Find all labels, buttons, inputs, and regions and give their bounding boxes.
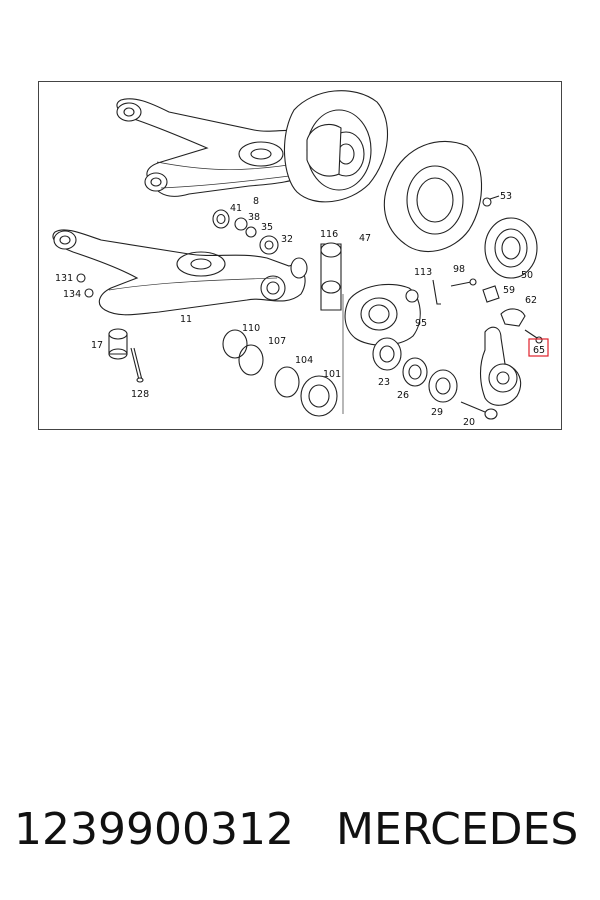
callout-98: 98 [453, 264, 465, 275]
callout-20: 20 [463, 417, 475, 428]
clamp-59 [482, 285, 500, 303]
bushings-41-32 [212, 209, 279, 255]
bracket-62 [500, 308, 526, 327]
callout-labels: 8 41 38 35 32 116 47 53 50 131 134 11 11… [55, 191, 549, 428]
callout-17: 17 [91, 340, 103, 351]
brand-name: MERCEDES [336, 804, 579, 855]
hub-20 [460, 326, 522, 420]
callout-134: 134 [63, 289, 81, 300]
exploded-parts-diagram: 8 41 38 35 32 116 47 53 50 131 134 11 11… [38, 81, 562, 430]
bolt-53 [482, 195, 500, 207]
callout-110: 110 [242, 323, 260, 334]
callout-62: 62 [525, 295, 537, 306]
highlight-box-65 [528, 338, 549, 357]
callout-38: 38 [248, 212, 260, 223]
callout-107: 107 [268, 336, 286, 347]
callout-35: 35 [261, 222, 273, 233]
callout-11: 11 [180, 314, 192, 325]
rings-110-104 [222, 329, 338, 417]
diagram-drawing: 8 41 38 35 32 116 47 53 50 131 134 11 11… [52, 90, 549, 428]
hardware-131-134 [76, 273, 94, 298]
wheel-carrier-95 [344, 283, 421, 346]
flange-50 [484, 217, 538, 279]
callout-23: 23 [378, 377, 390, 388]
callout-32: 32 [281, 234, 293, 245]
callout-41: 41 [230, 203, 242, 214]
part-number: 1239900312 [14, 804, 294, 855]
upper-trailing-arm [116, 98, 312, 197]
callout-104: 104 [295, 355, 313, 366]
callout-116: 116 [320, 229, 338, 240]
bracket-113 [432, 278, 477, 305]
bearings-23-29 [372, 337, 458, 403]
callout-59: 59 [503, 285, 515, 296]
callout-113: 113 [414, 267, 432, 278]
bushing-116 [320, 242, 344, 414]
dust-shield-47 [383, 140, 483, 253]
bolt-65 [524, 329, 543, 344]
callout-101: 101 [323, 369, 341, 380]
callout-50: 50 [521, 270, 533, 281]
callout-95: 95 [415, 318, 427, 329]
callout-53: 53 [500, 191, 512, 202]
callout-131: 131 [55, 273, 73, 284]
callout-128: 128 [131, 389, 149, 400]
callout-26: 26 [397, 390, 409, 401]
dust-shield-upper [283, 90, 388, 203]
callout-47: 47 [359, 233, 371, 244]
bushing-17 [108, 328, 144, 383]
callout-65: 65 [533, 345, 545, 356]
callout-8: 8 [253, 196, 259, 207]
lower-trailing-arm [52, 229, 308, 316]
callout-29: 29 [431, 407, 443, 418]
